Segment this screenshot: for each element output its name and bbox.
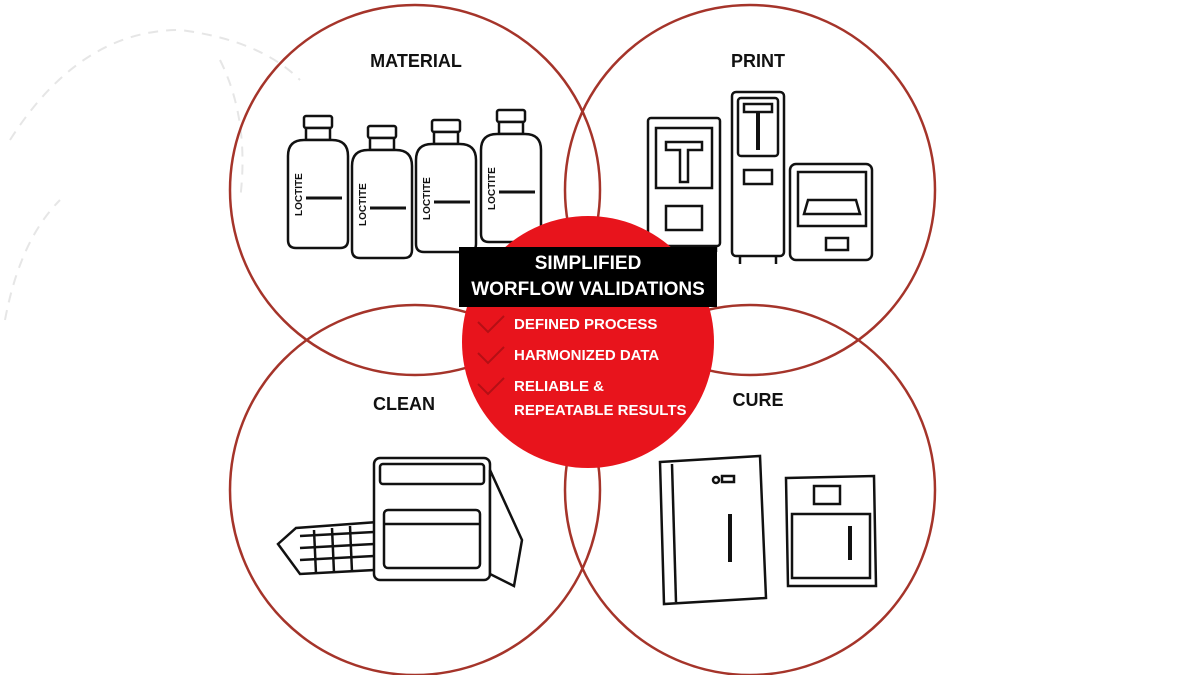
label-material: MATERIAL — [370, 51, 462, 71]
ring-print — [563, 3, 937, 377]
resin-bottle: LOCTITE — [286, 114, 350, 250]
check-icon — [477, 346, 505, 365]
center-title-line1: SIMPLIFIED — [534, 253, 642, 274]
label-clean: CLEAN — [373, 394, 435, 414]
resin-bottle: LOCTITE — [414, 118, 478, 254]
printer-tower — [730, 90, 786, 264]
bottle-brand-text: LOCTITE — [358, 183, 369, 226]
curing-oven-large — [658, 454, 768, 606]
ring-clean — [228, 303, 602, 675]
3d-printers-icon — [646, 90, 874, 264]
ring-cure — [563, 303, 937, 675]
curing-ovens-icon — [658, 454, 878, 606]
center-title-line2: WORFLOW VALIDATIONS — [471, 279, 705, 300]
benefit-reliable-results: RELIABLE & REPEATABLE RESULTS — [514, 378, 687, 419]
check-icon — [477, 377, 505, 396]
label-print: PRINT — [731, 51, 785, 71]
bottle-brand-text: LOCTITE — [294, 173, 305, 216]
ring-material — [228, 3, 602, 377]
background-arcs — [4, 28, 301, 321]
check-icon — [477, 315, 505, 334]
label-cure: CURE — [732, 390, 783, 410]
wash-basket — [276, 520, 380, 576]
printer-right — [788, 162, 874, 262]
center-title-banner: SIMPLIFIED WORFLOW VALIDATIONS — [459, 247, 717, 307]
wash-station-icon — [276, 456, 524, 588]
benefit-harmonized-data: HARMONIZED DATA — [514, 347, 660, 364]
bottle-brand-text: LOCTITE — [487, 167, 498, 210]
check-marks — [477, 315, 505, 396]
resin-bottle: LOCTITE — [479, 108, 543, 244]
bottle-brand-text: LOCTITE — [422, 177, 433, 220]
resin-bottles-icon: LOCTITE LOCTITE LOCTITE LOCTITE — [286, 108, 543, 260]
printer-left — [646, 116, 722, 252]
benefit-defined-process: DEFINED PROCESS — [514, 316, 658, 333]
curing-oven-small — [784, 474, 878, 588]
resin-bottle: LOCTITE — [350, 124, 414, 260]
wash-tank — [372, 456, 524, 588]
